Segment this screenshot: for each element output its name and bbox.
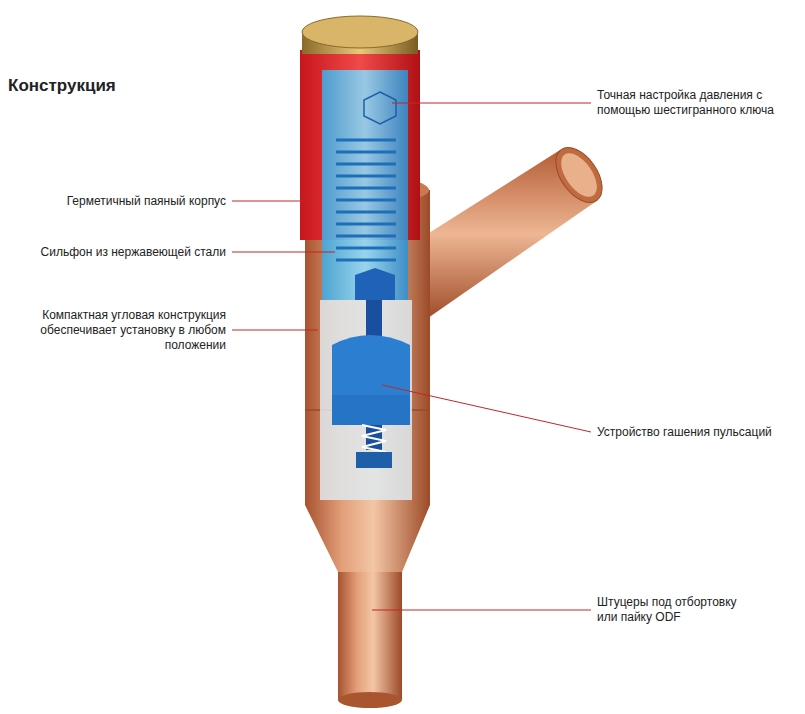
callout-label: Сильфон из нержавеющей стали xyxy=(0,245,226,260)
valve-plug xyxy=(356,452,392,468)
damper-spring xyxy=(362,425,386,452)
bellows xyxy=(336,140,396,260)
cutaway-lower xyxy=(320,300,412,500)
leader-lines xyxy=(232,103,591,610)
outlet-end xyxy=(338,692,402,708)
cap-top xyxy=(302,16,418,48)
outlet-tube xyxy=(338,572,402,700)
callout-label: Устройство гашения пульсаций xyxy=(597,425,797,440)
valve-seat xyxy=(332,335,410,395)
damper xyxy=(332,395,410,425)
title: Конструкция xyxy=(8,76,116,96)
hex-socket xyxy=(364,92,396,124)
callout-label: Штуцеры под отбортовку или пайку ODF xyxy=(597,595,747,625)
callout-label: Точная настройка давления с помощью шест… xyxy=(597,88,789,118)
callout-label: Герметичный паяный корпус xyxy=(0,194,226,209)
side-branch xyxy=(410,139,612,318)
piston xyxy=(355,268,395,300)
reducer xyxy=(305,505,430,572)
cutaway-interior xyxy=(322,70,408,300)
callout-label: Компактная угловая конструкция обеспечив… xyxy=(26,308,226,353)
